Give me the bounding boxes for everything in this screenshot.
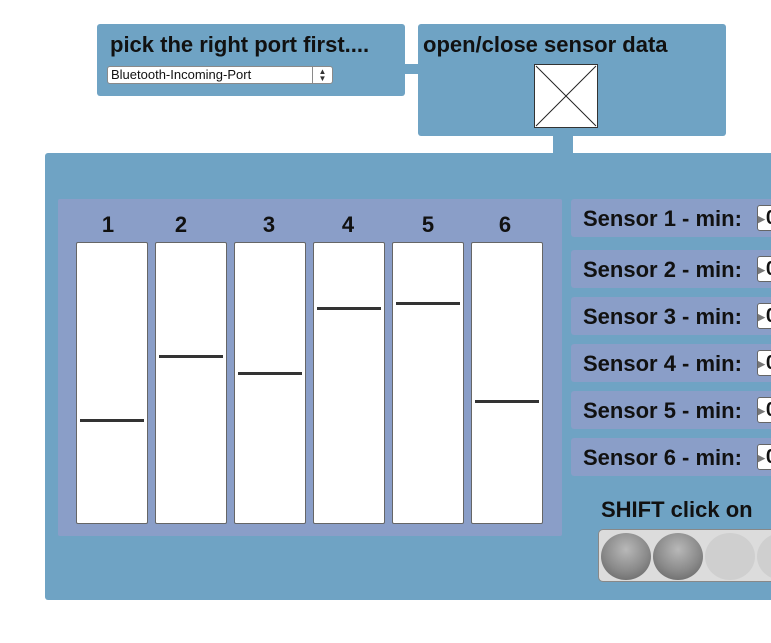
sensor-min-value: 0	[766, 446, 771, 468]
sensor-min-number[interactable]: ▶0	[757, 303, 771, 329]
sensor-min-value: 0	[766, 258, 771, 280]
radio-button-1[interactable]	[601, 533, 651, 580]
number-arrow-icon: ▶	[758, 213, 765, 224]
toggle-panel: open/close sensor data	[418, 24, 726, 136]
radio-button-2[interactable]	[653, 533, 703, 580]
port-select-value: Bluetooth-Incoming-Port	[111, 67, 252, 82]
sensor-row-4: Sensor 4 - min: ▶0	[571, 344, 771, 382]
port-panel-title: pick the right port first....	[110, 32, 370, 57]
number-arrow-icon: ▶	[758, 264, 765, 275]
port-panel: pick the right port first.... Bluetooth-…	[97, 24, 405, 96]
sensor-data-toggle[interactable]	[534, 64, 598, 128]
sensor-min-label: Sensor 3 - min:	[583, 304, 742, 329]
select-arrows-icon: ▲▼	[312, 67, 332, 83]
sensor-min-value: 0	[766, 207, 771, 229]
toggle-x-icon	[535, 65, 597, 127]
sensor-min-label: Sensor 5 - min:	[583, 398, 742, 423]
sensor-slider-5[interactable]	[392, 242, 464, 524]
sensor-min-number[interactable]: ▶0	[757, 444, 771, 470]
sensor-min-label: Sensor 6 - min:	[583, 445, 742, 470]
slider-knob[interactable]	[80, 419, 144, 422]
slider-label-4: 4	[341, 212, 355, 237]
sensor-min-number[interactable]: ▶0	[757, 397, 771, 423]
slider-knob[interactable]	[238, 372, 302, 375]
number-arrow-icon: ▶	[758, 311, 765, 322]
sensor-slider-1[interactable]	[76, 242, 148, 524]
slider-knob[interactable]	[475, 400, 539, 403]
sensor-slider-2[interactable]	[155, 242, 227, 524]
slider-label-2: 2	[174, 212, 188, 237]
port-select[interactable]: Bluetooth-Incoming-Port ▲▼	[107, 66, 333, 84]
slider-label-6: 6	[498, 212, 512, 237]
sensor-row-5: Sensor 5 - min: ▶0	[571, 391, 771, 429]
number-arrow-icon: ▶	[758, 405, 765, 416]
sensor-row-3: Sensor 3 - min: ▶0	[571, 297, 771, 335]
sensor-row-6: Sensor 6 - min: ▶0	[571, 438, 771, 476]
patch-connector	[405, 64, 418, 74]
sensor-min-label: Sensor 2 - min:	[583, 257, 742, 282]
sensor-min-value: 0	[766, 399, 771, 421]
sensor-row-2: Sensor 2 - min: ▶0	[571, 250, 771, 288]
sensor-row-1: Sensor 1 - min: ▶0	[571, 199, 771, 237]
slider-label-3: 3	[262, 212, 276, 237]
sensor-min-label: Sensor 4 - min:	[583, 351, 742, 376]
number-arrow-icon: ▶	[758, 452, 765, 463]
toggle-panel-title: open/close sensor data	[423, 32, 668, 57]
sensor-min-label: Sensor 1 - min:	[583, 206, 742, 231]
sensor-slider-3[interactable]	[234, 242, 306, 524]
slider-knob[interactable]	[159, 355, 223, 358]
sensor-min-number[interactable]: ▶0	[757, 256, 771, 282]
sensor-slider-4[interactable]	[313, 242, 385, 524]
slider-label-5: 5	[421, 212, 435, 237]
sensor-min-number[interactable]: ▶0	[757, 350, 771, 376]
radio-group	[598, 529, 771, 582]
sensor-min-number[interactable]: ▶0	[757, 205, 771, 231]
number-arrow-icon: ▶	[758, 358, 765, 369]
radio-button-4[interactable]	[757, 533, 771, 580]
patch-connector-vertical	[553, 136, 573, 154]
shift-click-instruction: SHIFT click on	[601, 497, 753, 522]
sensor-min-value: 0	[766, 305, 771, 327]
slider-knob[interactable]	[396, 302, 460, 305]
radio-button-3[interactable]	[705, 533, 755, 580]
sensor-slider-6[interactable]	[471, 242, 543, 524]
slider-knob[interactable]	[317, 307, 381, 310]
sensor-min-value: 0	[766, 352, 771, 374]
slider-label-1: 1	[101, 212, 115, 237]
